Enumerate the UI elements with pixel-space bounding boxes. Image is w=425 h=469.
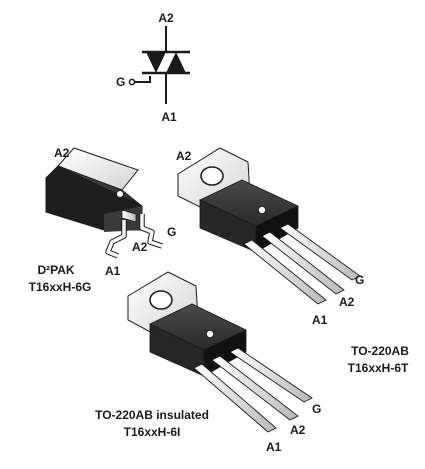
- to220ab-pin1-dot: [257, 205, 266, 214]
- to220ab-lead-a2: [261, 231, 345, 295]
- to220ab-insulated-pin-a2-lead-label: A2: [290, 423, 306, 437]
- to220ab-mount-hole: [200, 166, 224, 186]
- to220ab-insulated-lead-a2: [211, 355, 299, 421]
- d2pak-pin-a1-label: A1: [105, 264, 121, 278]
- d2pak-lead-a1: [106, 220, 126, 258]
- d2pak-package: A2 A1 A2 G D²PAK T16xxH-6G: [29, 146, 177, 294]
- to220ab-pin-a2-label: A2: [176, 149, 192, 163]
- d2pak-pin-g-label: G: [167, 225, 176, 239]
- d2pak-lead-g: [140, 214, 163, 248]
- to220ab-insulated-pin1-dot: [205, 329, 214, 338]
- to220ab-insulated-pin-g-label: G: [312, 402, 321, 416]
- to220ab-pin-g-label: G: [355, 273, 364, 287]
- d2pak-pin1-dot: [116, 190, 124, 198]
- to220ab-insulated-package: G A2 A1 TO-220AB insulated T16xxH-6I: [95, 271, 321, 454]
- to220ab-lead-g: [279, 223, 361, 281]
- to220ab-pin-a2-lead-label: A2: [339, 295, 355, 309]
- d2pak-body-front: [104, 206, 142, 232]
- to220ab-lead-a1: [243, 239, 327, 305]
- to220ab-pin-a1-label: A1: [312, 313, 328, 327]
- d2pak-pin-a2-lead-label: A2: [132, 240, 148, 254]
- to220ab-insulated-lead-g: [229, 347, 313, 403]
- to220ab-insulated-mount-hole: [149, 290, 173, 310]
- symbol-gate-lead: [134, 76, 151, 83]
- to220ab-package: A2 G A2 A1 TO-220AB T16xxH-6T: [176, 147, 409, 375]
- to220ab-package-name: TO-220AB: [351, 344, 409, 358]
- d2pak-center-stub: [121, 209, 137, 223]
- symbol-pin-a1-label: A1: [161, 110, 177, 124]
- to220ab-part-number: T16xxH-6T: [348, 361, 409, 375]
- d2pak-pin-a2-label: A2: [54, 146, 70, 160]
- symbol-diode-up: [166, 52, 186, 73]
- to220ab-insulated-part-number: T16xxH-6I: [124, 425, 181, 439]
- to220ab-insulated-pin-a1-label: A1: [266, 440, 282, 454]
- to220ab-insulated-lead-a1: [193, 363, 277, 433]
- symbol-pin-g-label: G: [116, 75, 125, 89]
- triac-symbol: A2 G A1: [116, 11, 190, 124]
- symbol-pin-a2-label: A2: [158, 11, 174, 25]
- to220ab-insulated-package-name: TO-220AB insulated: [95, 408, 209, 422]
- symbol-diode-down: [146, 52, 166, 73]
- symbol-gate-terminal: [128, 78, 136, 86]
- d2pak-package-name: D²PAK: [37, 263, 74, 277]
- d2pak-part-number: T16xxH-6G: [29, 280, 92, 294]
